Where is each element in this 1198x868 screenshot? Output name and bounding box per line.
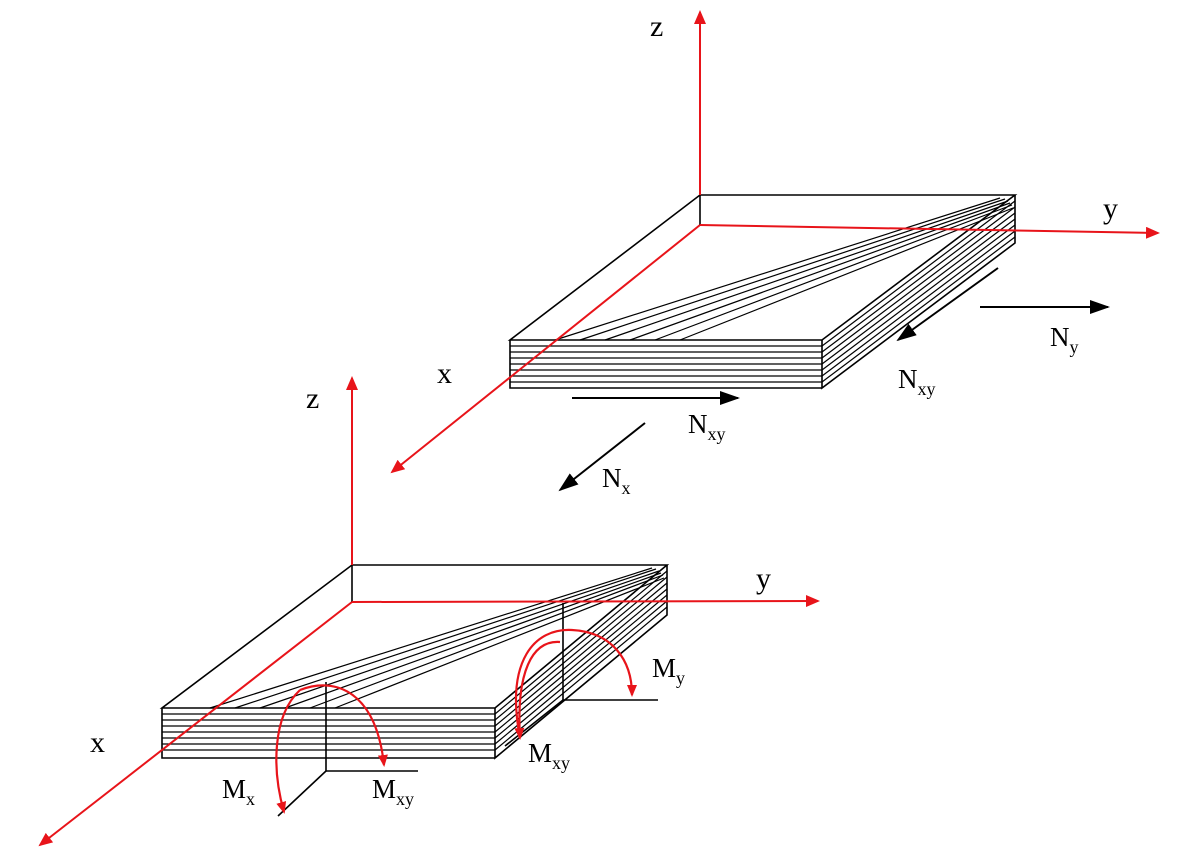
nxy-front-label: Nxy: [688, 409, 726, 444]
top-axes: z y x: [390, 10, 1160, 474]
my-moment-arc: [515, 628, 637, 739]
front-section-diagonal: [277, 770, 327, 817]
bottom-x-axis: [38, 601, 353, 847]
top-z-label: z: [650, 10, 663, 43]
nxy-side-label: Nxy: [898, 364, 936, 399]
bottom-plate-side-face: [494, 565, 668, 760]
bottom-moment-arcs: [275, 628, 637, 814]
bottom-x-label: x: [90, 726, 105, 759]
top-x-label: x: [437, 357, 452, 390]
nx-label: Nx: [602, 463, 631, 498]
my-label: My: [652, 653, 685, 688]
mxy-side-label: Mxy: [528, 738, 570, 773]
top-plate-top-face: [507, 194, 1018, 341]
bottom-section-lines: [277, 603, 658, 817]
bottom-z-label: z: [306, 382, 319, 415]
top-force-arrows: [558, 267, 1110, 492]
bottom-laminate-plate: [159, 564, 670, 760]
nxy-side-arrow: [896, 267, 999, 342]
mxy-front-moment-arc: [299, 684, 388, 767]
mx-moment-arc: [275, 689, 301, 814]
top-panel: z y x Ny Nxy Nxy Nx: [390, 10, 1160, 498]
bottom-y-axis: [351, 595, 820, 608]
mxy-front-label: Mxy: [372, 774, 414, 809]
top-laminate-plate: [507, 194, 1018, 390]
nx-arrow: [558, 422, 646, 492]
bottom-y-label: y: [756, 562, 771, 595]
top-y-label: y: [1103, 192, 1118, 225]
ny-label: Ny: [1050, 322, 1079, 357]
bottom-plate-top-face: [159, 564, 670, 709]
mxy-side-moment-arc: [514, 640, 561, 740]
top-y-axis: [699, 224, 1160, 239]
bottom-panel: z y x My Mxy Mx Mxy: [38, 376, 820, 847]
bottom-axes: z y x: [38, 376, 820, 847]
top-x-axis: [390, 224, 701, 474]
mx-label: Mx: [222, 774, 255, 809]
top-plate-front-face: [509, 340, 822, 389]
bottom-plate-ply-lines: [162, 567, 668, 751]
